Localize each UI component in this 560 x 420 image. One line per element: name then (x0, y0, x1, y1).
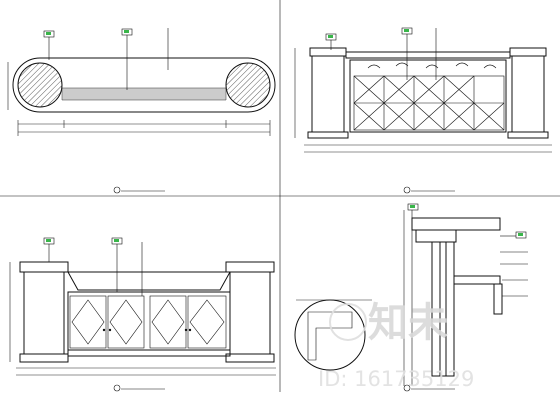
cabinet-doors (69, 295, 227, 349)
section-top-cap (411, 217, 501, 231)
plan-tag-2-mark (124, 30, 129, 33)
glass-panel-frame (349, 59, 507, 133)
detail-callout-circle (294, 299, 366, 371)
left-pillar-cap (309, 47, 347, 57)
left-round-end (17, 62, 63, 108)
section-caption-symbol (403, 384, 411, 392)
right-pillar-body (511, 55, 545, 133)
back-left-pillar-base (19, 353, 69, 363)
section-counter-edge (493, 283, 503, 315)
watermark-logo-text: 知未 (368, 300, 448, 346)
section-top-beam (415, 229, 457, 243)
back-tag-2-mark (114, 239, 119, 242)
back-elevation (9, 237, 276, 392)
back-caption-symbol (113, 384, 121, 392)
plan-tag-1-mark (46, 32, 51, 35)
front-tag-2-mark (404, 29, 409, 32)
back-tag-1-mark (46, 239, 51, 242)
front-caption-symbol (403, 186, 411, 194)
counter-shelf-hatched (61, 87, 227, 101)
left-pillar-body (311, 55, 345, 133)
back-right-pillar-body (229, 271, 271, 355)
counter-outline (12, 57, 276, 113)
left-pillar-base (307, 131, 349, 139)
watermark: 知未 ID: 161735129 (318, 300, 474, 391)
top-beam (345, 51, 511, 59)
front-elevation (294, 27, 552, 194)
section-detail (294, 203, 528, 392)
back-right-pillar-cap (225, 261, 275, 273)
cabinet-body (67, 291, 231, 351)
back-left-pillar-body (23, 271, 65, 355)
front-tag-1-mark (328, 35, 333, 38)
right-pillar-cap (509, 47, 547, 57)
plan-view (7, 28, 276, 194)
glass-panel-grid (353, 75, 505, 131)
section-tag-2-mark (518, 233, 523, 236)
back-counter-top (67, 271, 231, 291)
section-tag-1-mark (410, 205, 415, 208)
watermark-id: ID: 161735129 (318, 367, 474, 391)
section-counter-top (453, 275, 501, 285)
cabinet-plinth (67, 349, 231, 357)
ornament-marks (367, 62, 497, 69)
section-column-core (439, 241, 447, 377)
right-pillar-base (507, 131, 549, 139)
right-round-end (225, 62, 271, 108)
detail-callout-content (307, 311, 353, 361)
back-right-pillar-base (225, 353, 275, 363)
plan-caption-symbol (113, 186, 121, 194)
back-left-pillar-cap (19, 261, 69, 273)
watermark-logo-icon (329, 303, 367, 341)
